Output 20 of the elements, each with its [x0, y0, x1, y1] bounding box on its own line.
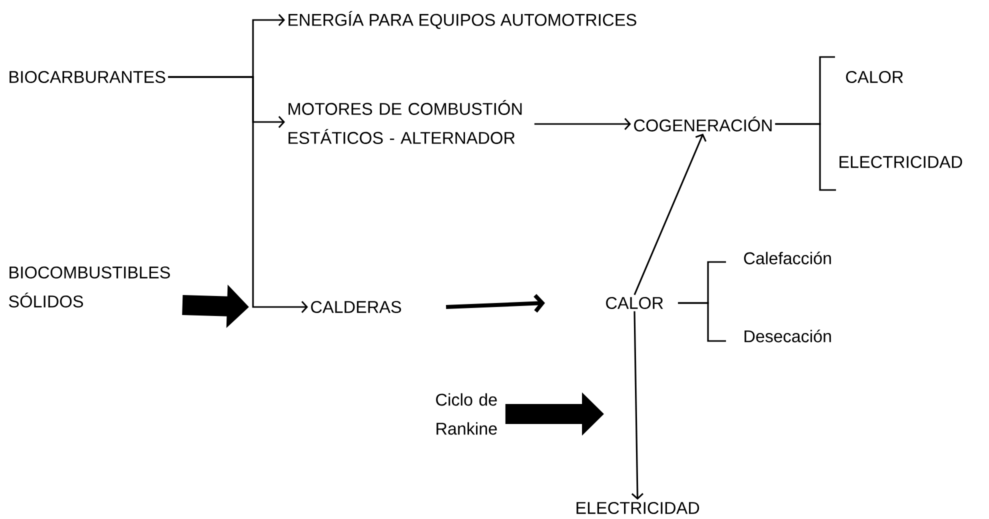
flow-label: ELECTRICIDAD — [576, 502, 700, 514]
arrow — [446, 294, 545, 313]
brace-connector — [678, 302, 726, 342]
flow-label: ENERGÍA PARA EQUIPOS AUTOMOTRICES — [288, 11, 636, 29]
arrow — [634, 134, 706, 296]
flow-label: BIOCOMBUSTIBLES SÓLIDOS — [8, 266, 170, 308]
flow-label: MOTORES DE COMBUSTIÓN ESTÁTICOS - ALTERNADOR — [288, 100, 522, 144]
flow-label: CALDERAS — [311, 300, 402, 314]
brace-connector — [775, 123, 836, 191]
flow-label: Calefacción — [744, 252, 831, 264]
arrow — [631, 311, 644, 500]
flow-label: CALOR — [846, 70, 903, 84]
flow-label: Ciclo de Rankine — [436, 393, 497, 435]
flow-label: BIOCARBURANTES — [10, 70, 166, 84]
flow-label: Desecación — [744, 330, 831, 342]
flow-label: ELECTRICIDAD — [840, 156, 962, 168]
arrow — [534, 118, 631, 130]
flow-label: COGENERACIÓN — [634, 116, 772, 132]
flow-label: CALOR — [606, 296, 663, 310]
arrow — [168, 76, 308, 314]
